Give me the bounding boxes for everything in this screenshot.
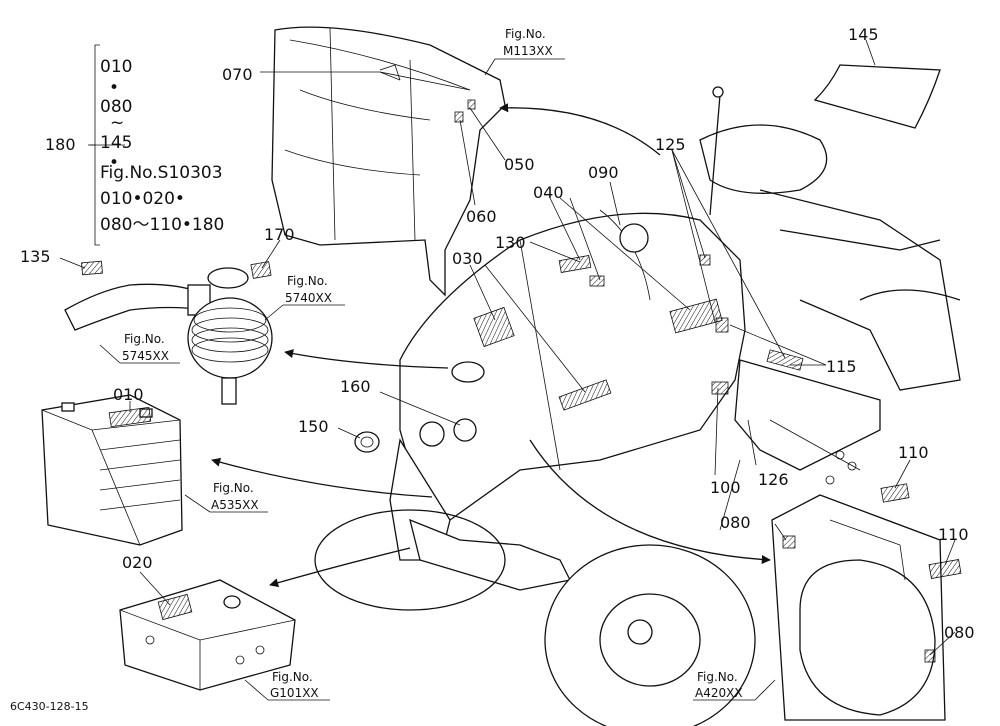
set-list-line5: 010•020•: [100, 189, 185, 209]
fig-ref-base-label: Fig.No.: [272, 670, 313, 684]
callout-135: 135: [20, 247, 51, 266]
callout-080b: 080: [944, 623, 975, 642]
callout-110b: 110: [938, 525, 969, 544]
drawing-code: 6C430-128-15: [10, 700, 89, 713]
callout-010: 010: [113, 385, 144, 404]
callout-150: 150: [298, 417, 329, 436]
grommet-150: [354, 431, 380, 453]
arrows: [211, 103, 771, 588]
callout-125: 125: [655, 135, 686, 154]
base-plate-illustration: [119, 579, 296, 691]
fig-ref-panel-label: Fig.No.: [697, 670, 738, 684]
decal-145: [813, 64, 941, 129]
callout-labels: 070 050 060 040 090 125 130 030 170 135 …: [20, 25, 975, 642]
fig-ref-aircleaner-label: Fig.No.: [287, 274, 328, 288]
set-list-dot1: •: [109, 78, 119, 98]
decal-110a: [880, 483, 910, 503]
air-cleaner-illustration: [64, 260, 273, 405]
set-list-tilde: ~: [110, 113, 124, 133]
fig-ref-underlines: [99, 58, 776, 701]
callout-050: 050: [504, 155, 535, 174]
callout-170: 170: [264, 225, 295, 244]
fig-ref-hood-label: Fig.No.: [505, 27, 546, 41]
set-list-line6: 080～110•180: [100, 215, 224, 235]
hood-illustration: [271, 26, 506, 297]
callout-100: 100: [710, 478, 741, 497]
side-panel-illustration: [771, 494, 946, 721]
set-list-line3: 145: [100, 133, 132, 153]
callout-060: 060: [466, 207, 497, 226]
fig-ref-battery-label: Fig.No.: [213, 481, 254, 495]
callout-020: 020: [122, 553, 153, 572]
fig-ref-hood-code: M113XX: [503, 44, 553, 58]
callout-115: 115: [826, 357, 857, 376]
callout-030: 030: [452, 249, 483, 268]
set-list-line4: Fig.No.S10303: [100, 163, 223, 183]
fig-ref-panel-code: A420XX: [695, 686, 743, 700]
fig-ref-intake-label: Fig.No.: [124, 332, 165, 346]
callout-160: 160: [340, 377, 371, 396]
fig-refs: Fig.No. M113XX Fig.No. 5740XX Fig.No. 57…: [122, 27, 743, 700]
callout-126: 126: [758, 470, 789, 489]
fig-ref-aircleaner-code: 5740XX: [285, 291, 332, 305]
leader-lines: [59, 39, 956, 656]
set-list-line2: 080: [100, 97, 132, 117]
set-list: 010 • 080 ~ 145 • Fig.No.S10303 010•020•…: [100, 57, 224, 235]
fig-ref-battery-code: A535XX: [211, 498, 259, 512]
set-list-dot2: •: [109, 153, 119, 173]
set-list-line1: 010: [100, 57, 132, 77]
callout-180: 180: [45, 135, 76, 154]
battery-illustration: [41, 394, 183, 546]
callout-090: 090: [588, 163, 619, 182]
callout-070: 070: [222, 65, 253, 84]
callout-080a: 080: [720, 513, 751, 532]
decal-110b: [928, 559, 962, 579]
tractor-illustration: [314, 86, 961, 726]
callout-145: 145: [848, 25, 879, 44]
callout-110a: 110: [898, 443, 929, 462]
fig-ref-base-code: G101XX: [270, 686, 319, 700]
callout-040: 040: [533, 183, 564, 202]
fig-ref-intake-code: 5745XX: [122, 349, 169, 363]
callout-130: 130: [495, 233, 526, 252]
